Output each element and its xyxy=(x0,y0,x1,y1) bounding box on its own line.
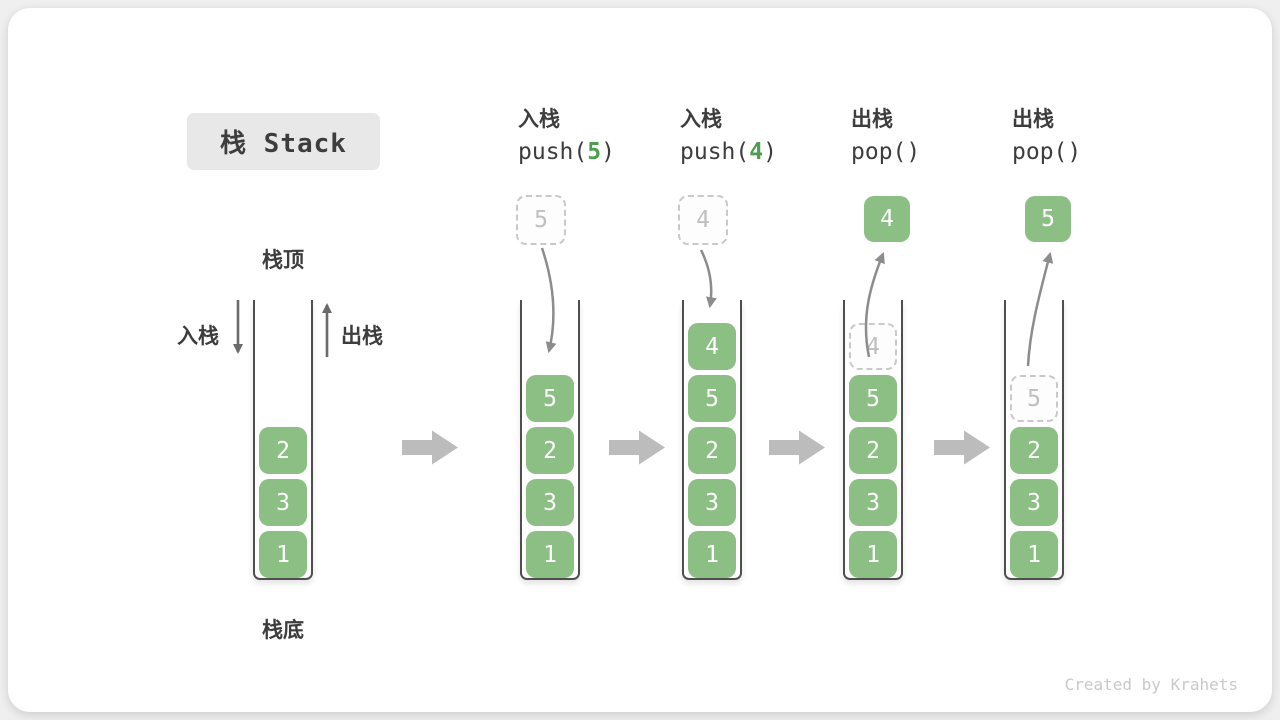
operation-code: pop() xyxy=(851,139,920,165)
code-argument: 4 xyxy=(749,139,764,165)
stack-top-label: 栈顶 xyxy=(262,249,304,272)
stack-bottom-label: 栈底 xyxy=(262,619,304,642)
stack-cell: 5 xyxy=(688,375,736,422)
operation-label: 入栈 xyxy=(680,108,722,131)
code-text: pop( xyxy=(851,139,907,165)
stack-cell: 4 xyxy=(688,323,736,370)
code-text: ) xyxy=(1067,139,1082,165)
stack-cell: 3 xyxy=(688,479,736,526)
code-text: push( xyxy=(680,139,750,165)
floating-ghost-box: 5 xyxy=(516,195,566,245)
operation-code: pop() xyxy=(1012,139,1081,165)
code-text: push( xyxy=(518,139,588,165)
operation-code: push(5) xyxy=(518,139,615,165)
code-text: ) xyxy=(601,139,615,165)
stack-cell: 3 xyxy=(259,479,307,526)
stack-cell: 3 xyxy=(1010,479,1058,526)
operation-code: push(4) xyxy=(680,139,777,165)
operation-label: 入栈 xyxy=(518,108,560,131)
popped-value-box: 4 xyxy=(864,196,910,242)
stack-cell: 5 xyxy=(526,375,574,422)
stack-cell: 1 xyxy=(259,531,307,578)
operation-label: 出栈 xyxy=(1012,108,1054,131)
stack-cell: 5 xyxy=(849,375,897,422)
title-badge: 栈 Stack xyxy=(187,113,380,170)
stack-cell: 2 xyxy=(688,427,736,474)
stack-cell: 3 xyxy=(526,479,574,526)
watermark: Created by Krahets xyxy=(1064,675,1238,694)
stack-cell: 1 xyxy=(1010,531,1058,578)
stack-cell: 1 xyxy=(688,531,736,578)
stack-cell-ghost: 5 xyxy=(1010,375,1058,422)
pop-side-label: 出栈 xyxy=(341,325,383,348)
stack-cell: 2 xyxy=(259,427,307,474)
push-side-label: 入栈 xyxy=(177,325,219,348)
popped-value-box: 5 xyxy=(1025,196,1071,242)
stack-cell: 2 xyxy=(849,427,897,474)
code-text: ) xyxy=(906,139,921,165)
stack-cell: 1 xyxy=(526,531,574,578)
stack-cell: 3 xyxy=(849,479,897,526)
code-text: pop( xyxy=(1012,139,1068,165)
stack-cell: 2 xyxy=(1010,427,1058,474)
operation-label: 出栈 xyxy=(851,108,893,131)
code-argument: 5 xyxy=(587,139,602,165)
stack-cell: 2 xyxy=(526,427,574,474)
code-text: ) xyxy=(763,139,777,165)
stack-cell-ghost: 4 xyxy=(849,323,897,370)
stack-cell: 1 xyxy=(849,531,897,578)
floating-ghost-box: 4 xyxy=(678,195,728,245)
